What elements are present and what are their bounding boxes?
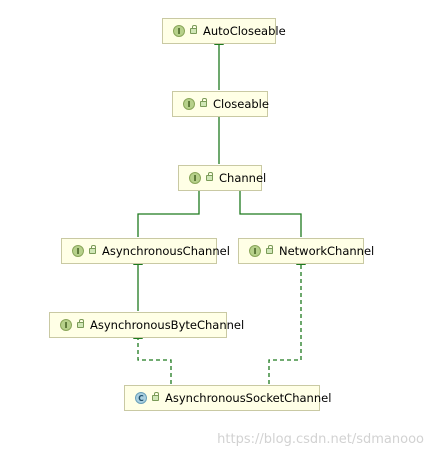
edge-asyncsocket-network [268,256,306,384]
edge-networkchannel-channel [235,182,302,237]
node-label: Channel [219,171,267,185]
interface-icon: I [183,98,195,110]
interface-icon: I [173,25,185,37]
node-label: AsynchronousSocketChannel [165,391,332,405]
node-asynchronous-channel[interactable]: I AsynchronousChannel [61,238,230,264]
lock-icon [152,392,159,401]
edge-asyncsocket-asyncbyte [133,330,172,384]
lock-icon [89,245,96,254]
node-label: Closeable [213,97,269,111]
interface-icon: I [249,245,261,257]
lock-icon [200,98,207,107]
watermark: https://blog.csdn.net/sdmanooo [217,432,424,447]
lock-icon [206,172,213,181]
interface-icon: I [189,172,201,184]
node-channel[interactable]: I Channel [178,165,266,191]
node-label: AsynchronousChannel [102,244,230,258]
node-label: AutoCloseable [203,24,286,38]
lock-icon [190,25,197,34]
node-label: NetworkChannel [279,244,375,258]
interface-icon: I [72,245,84,257]
edge-asyncchannel-channel [137,182,204,237]
node-network-channel[interactable]: I NetworkChannel [238,238,374,264]
interface-icon: I [60,319,72,331]
lock-icon [77,319,84,328]
lock-icon [266,245,273,254]
node-asynchronous-socket-channel[interactable]: C AsynchronousSocketChannel [124,385,331,411]
class-icon: C [135,392,147,404]
node-label: AsynchronousByteChannel [90,318,245,332]
node-auto-closeable[interactable]: I AutoCloseable [162,18,286,44]
node-closeable[interactable]: I Closeable [172,91,269,117]
node-asynchronous-byte-channel[interactable]: I AsynchronousByteChannel [49,312,244,338]
